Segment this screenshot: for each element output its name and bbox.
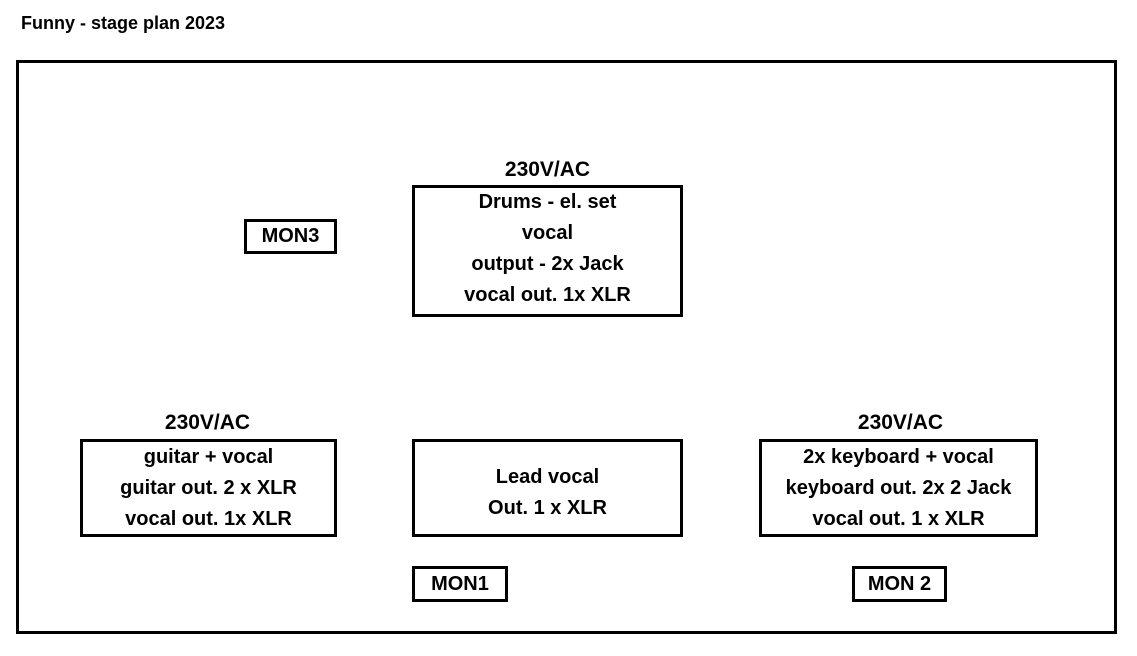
monitor-mon1: MON1 [412, 566, 508, 602]
guitar-power-label: 230V/AC [164, 411, 251, 434]
drums-line-1: Drums - el. set [478, 191, 617, 213]
drums-power-label: 230V/AC [504, 158, 591, 181]
drums-line-3: output - 2x Jack [471, 253, 624, 275]
keyboard-line-2: keyboard out. 2x 2 Jack [785, 476, 1012, 499]
guitar-box: guitar + vocal guitar out. 2 x XLR vocal… [80, 439, 337, 537]
keyboard-line-3: vocal out. 1 x XLR [812, 507, 985, 530]
drums-line-2: vocal [521, 222, 574, 244]
stage-outline [16, 60, 1117, 634]
guitar-line-1: guitar + vocal [143, 445, 274, 468]
keyboard-power-label: 230V/AC [857, 411, 944, 434]
lead-vocal-line-1: Lead vocal [495, 466, 600, 488]
monitor-mon3: MON3 [244, 219, 337, 254]
keyboard-line-1: 2x keyboard + vocal [803, 445, 994, 468]
lead-vocal-box: Lead vocal Out. 1 x XLR [412, 439, 683, 537]
lead-vocal-line-2: Out. 1 x XLR [488, 497, 607, 519]
monitor-mon2: MON 2 [852, 566, 947, 602]
guitar-line-2: guitar out. 2 x XLR [120, 476, 297, 499]
drums-box: Drums - el. set vocal output - 2x Jack v… [412, 185, 683, 317]
keyboard-box: 2x keyboard + vocal keyboard out. 2x 2 J… [759, 439, 1038, 537]
guitar-line-3: vocal out. 1x XLR [125, 507, 292, 530]
diagram-title: Funny - stage plan 2023 [21, 13, 226, 33]
drums-line-4: vocal out. 1x XLR [464, 284, 631, 306]
